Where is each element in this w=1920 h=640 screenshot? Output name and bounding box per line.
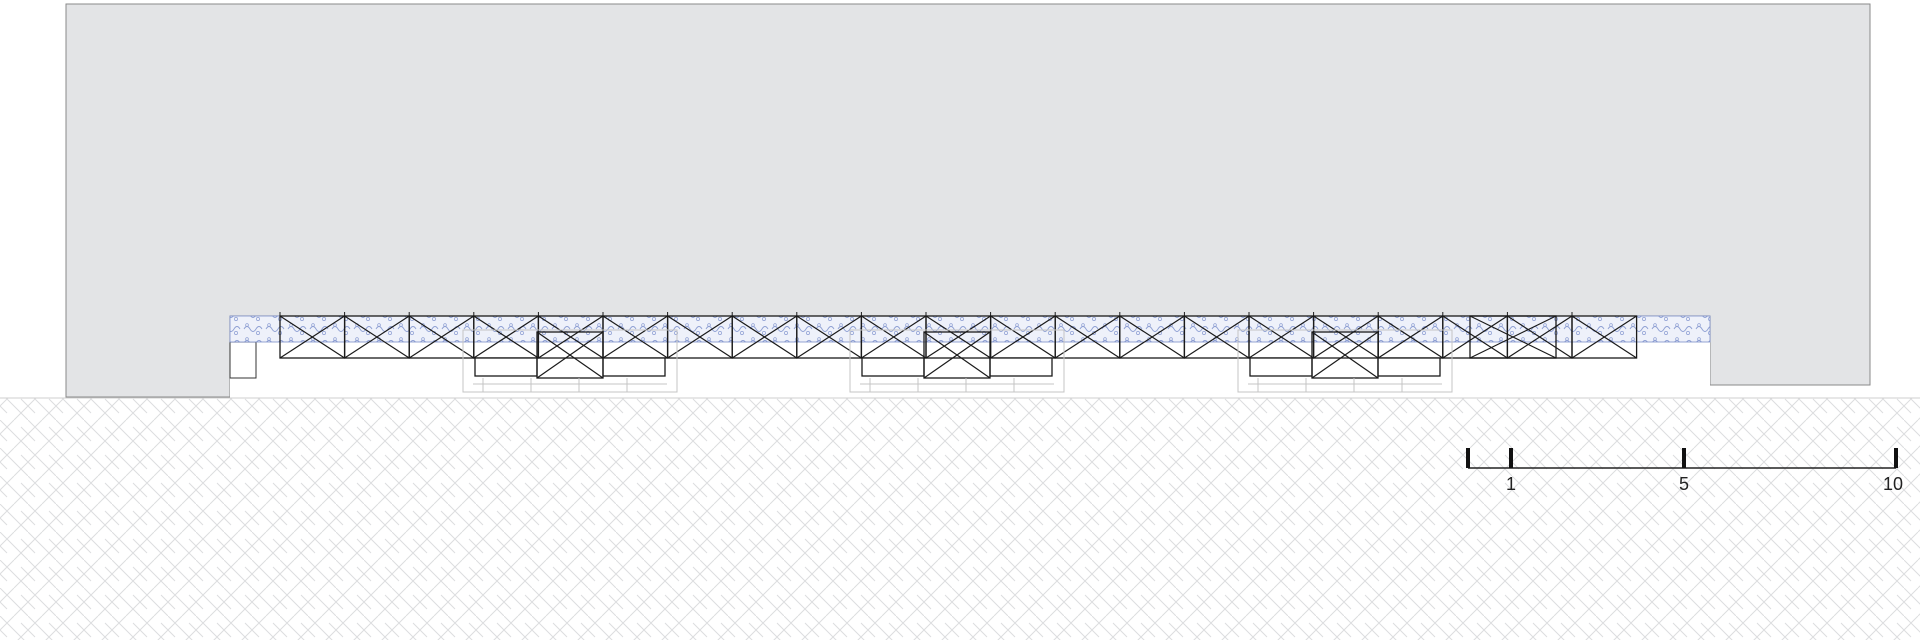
braced-frame-brace [473, 315, 539, 359]
braced-frame-brace [1054, 315, 1121, 359]
braced-frame-brace [1248, 315, 1314, 359]
lower-box [861, 357, 925, 377]
end-braced-frame [1469, 315, 1557, 359]
braced-frame-brace [279, 315, 345, 359]
braced-frame-brace [731, 315, 798, 359]
braced-frame-brace [796, 315, 862, 359]
braced-frame-brace [408, 315, 475, 359]
braced-frame-brace [925, 315, 991, 359]
scale-tick-1 [1509, 448, 1513, 468]
braced-frame-brace [1377, 315, 1444, 359]
scale-tick-10 [1894, 448, 1898, 468]
braced-frame-brace [1184, 315, 1250, 359]
braced-frame-brace [1442, 315, 1508, 359]
center-braced-box [923, 331, 991, 379]
braced-frame-brace [1507, 315, 1573, 359]
braced-frame-brace [538, 315, 604, 359]
center-braced-box-brace [536, 331, 604, 379]
center-braced-box [536, 331, 604, 379]
braced-frame-brace [344, 315, 410, 359]
annex-outline [462, 329, 678, 393]
side-box [229, 341, 257, 379]
end-braced-frame-brace [1469, 315, 1557, 359]
scale-label-5: 5 [1679, 474, 1689, 494]
center-braced-box [1311, 331, 1379, 379]
lower-box [1377, 357, 1441, 377]
braced-frame-brace [1119, 315, 1185, 359]
annex-outlines [462, 329, 1453, 393]
scale-label-10: 10 [1883, 474, 1903, 494]
braced-frame-brace [1571, 315, 1637, 359]
lower-box [602, 357, 666, 377]
lower-box [474, 357, 538, 377]
braced-frame [1571, 315, 1638, 359]
scale-tick-5 [1682, 448, 1686, 468]
annex-outline [849, 329, 1065, 393]
ground-paving [0, 398, 1920, 640]
braced-frame-brace [1313, 315, 1379, 359]
center-braced-box-brace [1311, 331, 1379, 379]
lower-box [989, 357, 1053, 377]
lower-box [1249, 357, 1313, 377]
structure-modules [279, 312, 1638, 379]
braced-frame-brace [990, 315, 1056, 359]
scale-tick-0 [1466, 448, 1470, 468]
braced-frame-brace [602, 315, 668, 359]
braced-frame-brace [667, 315, 733, 359]
scale-bar: 1 5 10 [1466, 448, 1903, 494]
annex-outline [1237, 329, 1453, 393]
center-braced-box-brace [923, 331, 991, 379]
braced-frame-brace [861, 315, 927, 359]
scale-label-1: 1 [1506, 474, 1516, 494]
